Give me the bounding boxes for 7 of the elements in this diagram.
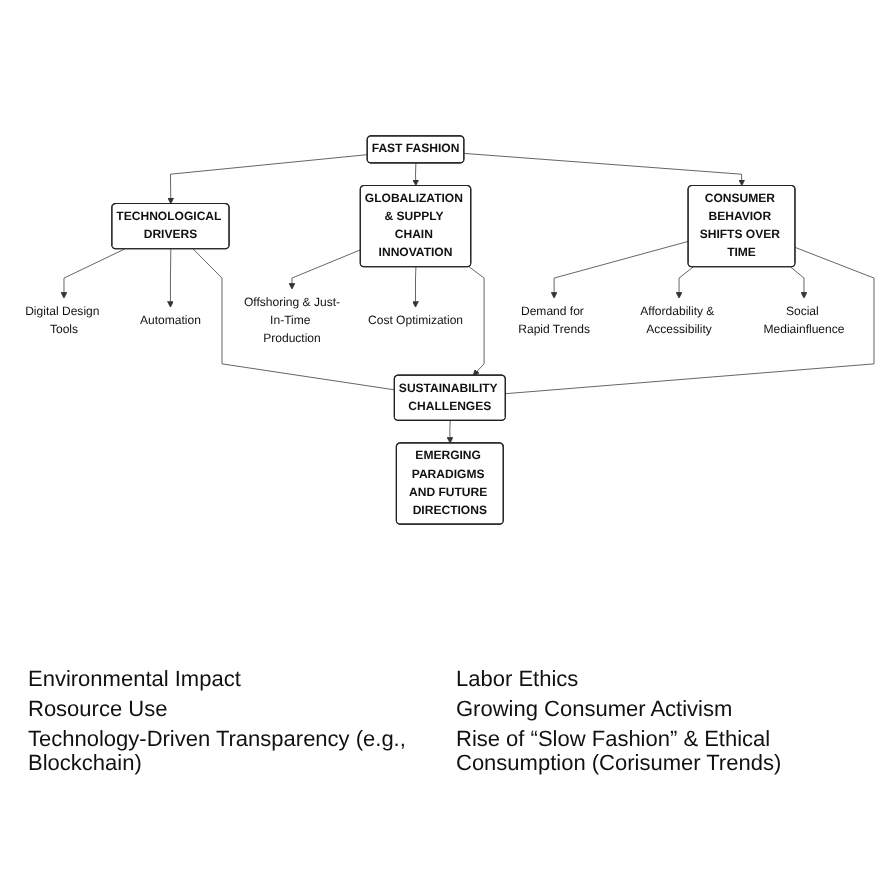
bullet-item: Environmental Impact [28, 668, 243, 692]
bullet-item: Technology-Driven Transparency (e.g., Blockchain) [28, 728, 408, 776]
bullet-item: Labor Ethics [456, 668, 581, 692]
bullet-item: Rosource Use [28, 698, 170, 722]
bullet-item: Rise of “Slow Fashion” & Ethical Consumption (Corisumer Trends) [456, 728, 784, 776]
bullet-item: Growing Consumer Activism [456, 698, 735, 722]
connector [505, 247, 875, 395]
